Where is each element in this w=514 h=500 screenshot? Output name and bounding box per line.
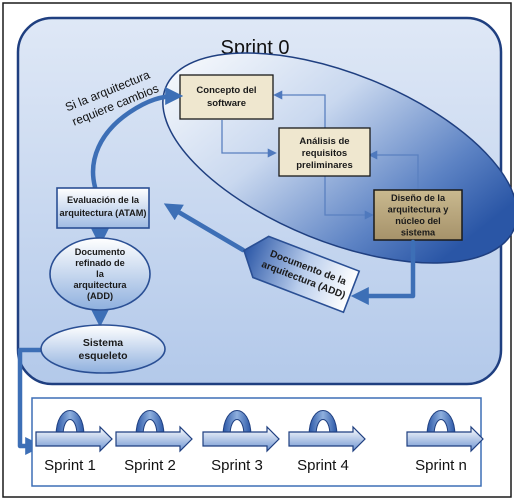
sprint-item: Sprint 2	[115, 410, 193, 474]
refinado-line1: Documento	[75, 247, 126, 257]
analisis-line1: Análisis de	[299, 136, 349, 147]
connector-analisis-diseno	[324, 174, 374, 220]
sprints-group: Sprint 1 Sprint 2 Sprint 3 Sprint 4 Sprint n	[35, 410, 484, 474]
sprint-item: Sprint 4	[288, 410, 366, 474]
sprint-label: Sprint 1	[44, 457, 96, 474]
diseno-line3: núcleo del	[395, 216, 440, 226]
sprint-item: Sprint 3	[202, 410, 280, 474]
diseno-box: Diseño de la arquitectura y núcleo del s…	[373, 189, 463, 241]
diseno-line2: arquitectura y	[388, 205, 450, 215]
evaluacion-line1: Evaluación de la	[67, 195, 140, 205]
arrow-evaluacion-to-concepto	[90, 87, 184, 190]
concepto-line2: software	[207, 98, 246, 109]
connector-analisis-concepto	[273, 90, 326, 130]
evaluacion-line2: arquitectura (ATAM)	[60, 208, 147, 218]
concepto-line1: Concepto del	[196, 85, 256, 96]
sistema-esqueleto-oval: Sistema esqueleto	[40, 324, 166, 374]
sprint-arrow-icon	[35, 425, 113, 453]
feedback-connectors	[221, 90, 419, 220]
refinado-line4: arquitectura	[73, 280, 127, 290]
connector-concepto-analisis	[221, 120, 277, 158]
documento-arquitectura-tag: Documento de la arquitectura (ADD)	[243, 235, 361, 314]
arrow-documento-to-evaluacion	[163, 203, 246, 253]
sprint-label: Sprint 2	[124, 457, 176, 474]
arrow-diseno-to-documento	[350, 239, 416, 305]
evaluacion-box: Evaluación de la arquitectura (ATAM)	[56, 187, 150, 229]
refinado-line3: la	[96, 269, 105, 279]
diseno-line1: Diseño de la	[391, 193, 446, 203]
connector-diseno-analisis	[368, 150, 419, 190]
analisis-box: Análisis de requisitos preliminares	[278, 127, 371, 177]
sprint-arrow-icon	[115, 425, 193, 453]
diseno-line4: sistema	[401, 228, 436, 238]
sprint-item: Sprint 1	[35, 410, 113, 474]
sistema-line1: Sistema	[83, 337, 123, 349]
sistema-line2: esqueleto	[78, 350, 127, 362]
sprint-arrow-icon	[406, 425, 484, 453]
analisis-line3: preliminares	[296, 160, 353, 171]
arrow-sistema-to-sprints	[17, 347, 51, 455]
concepto-box: Concepto del software	[179, 74, 274, 120]
sprint-item: Sprint n	[406, 410, 484, 474]
analisis-line2: requisitos	[302, 148, 347, 159]
sprint-arrow-icon	[202, 425, 280, 453]
refinado-line2: refinado de	[75, 258, 125, 268]
sprint-label: Sprint n	[415, 457, 467, 474]
sprint-label: Sprint 4	[297, 457, 349, 474]
refinado-line5: (ADD)	[87, 291, 113, 301]
sprint-label: Sprint 3	[211, 457, 263, 474]
main-flow-arrows	[17, 87, 416, 455]
sprint-arrow-icon	[288, 425, 366, 453]
documento-refinado-oval: Documento refinado de la arquitectura (A…	[49, 237, 151, 311]
